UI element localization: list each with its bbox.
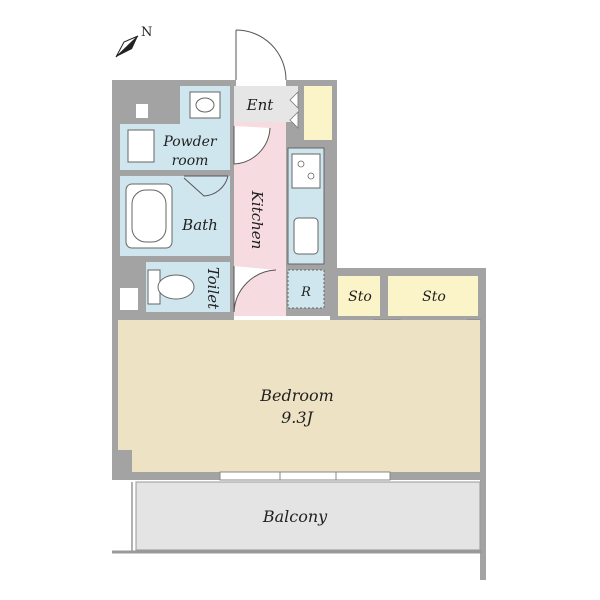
north-arrow-icon: N	[115, 25, 152, 58]
bedroom-size-label: 9.3J	[281, 408, 314, 427]
shaft-box	[136, 104, 148, 118]
bath-label: Bath	[181, 216, 218, 234]
powder-door-swing	[233, 126, 271, 165]
sink-icon	[189, 91, 221, 119]
refrigerator-label: R	[300, 285, 311, 300]
storage-1	[338, 276, 380, 316]
closet-arrow-2	[289, 111, 299, 129]
entry-door-swing	[235, 29, 287, 81]
kitchen-label: Kitchen	[248, 190, 266, 250]
storage-1-label: Sto	[348, 289, 372, 305]
north-label: N	[141, 25, 152, 40]
kitchen-sink-icon	[293, 217, 319, 255]
storage-2	[388, 276, 478, 316]
balcony-window	[219, 471, 391, 481]
toilet-door-swing	[233, 266, 277, 313]
bedroom	[118, 320, 480, 472]
basin-icon	[195, 97, 215, 113]
burner-2	[307, 172, 315, 180]
bath-door-swing	[183, 175, 229, 197]
refrigerator-space	[287, 269, 325, 309]
bathtub-icon	[125, 183, 173, 249]
shoe-closet	[304, 86, 332, 140]
powder-room-label-line2: room	[172, 153, 209, 169]
burner-1	[297, 160, 305, 168]
balcony-label: Balcony	[262, 507, 328, 526]
kitchen-bedroom-opening	[234, 316, 330, 320]
bedroom-label: Bedroom	[259, 386, 334, 405]
wall-corner	[112, 450, 132, 480]
closet-arrow-1	[289, 91, 299, 109]
powder-room-label-line1: Powder	[162, 134, 218, 150]
toilet-icon	[157, 274, 195, 300]
toilet-label: Toilet	[204, 267, 222, 310]
balcony	[135, 481, 481, 551]
outer-wall-right	[480, 268, 486, 580]
bathtub-inner	[131, 189, 167, 243]
entrance-label: Ent	[246, 96, 275, 114]
bedroom-left-edge	[118, 320, 136, 472]
entry-door-opening	[236, 80, 286, 86]
shaft-box-2	[120, 288, 138, 310]
storage-2-label: Sto	[422, 289, 446, 305]
stove-icon	[291, 153, 321, 189]
entrance	[234, 86, 298, 122]
washing-machine-icon	[127, 129, 155, 163]
